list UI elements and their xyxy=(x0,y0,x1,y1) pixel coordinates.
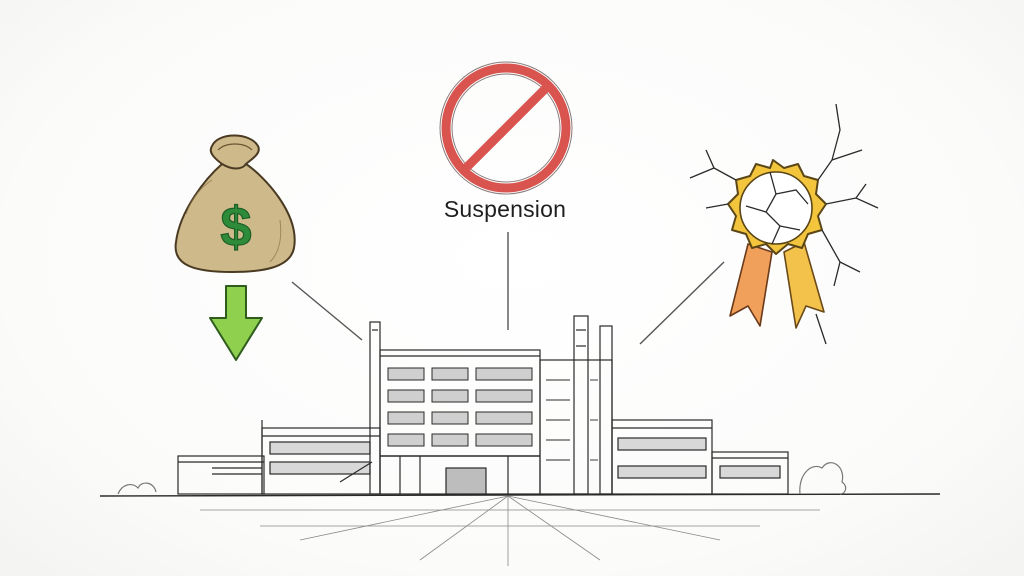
suspension-label: Suspension xyxy=(443,196,567,222)
factory-building-icon xyxy=(99,315,941,566)
down-arrow-icon xyxy=(209,285,263,361)
connector-award xyxy=(639,261,725,345)
prohibition-icon xyxy=(439,61,573,195)
money-bag-icon: $ xyxy=(174,134,296,274)
connector-money xyxy=(291,281,363,341)
connector-lines xyxy=(291,232,725,345)
cracked-award-ribbon-icon xyxy=(689,103,879,345)
dollar-sign: $ xyxy=(220,195,251,258)
